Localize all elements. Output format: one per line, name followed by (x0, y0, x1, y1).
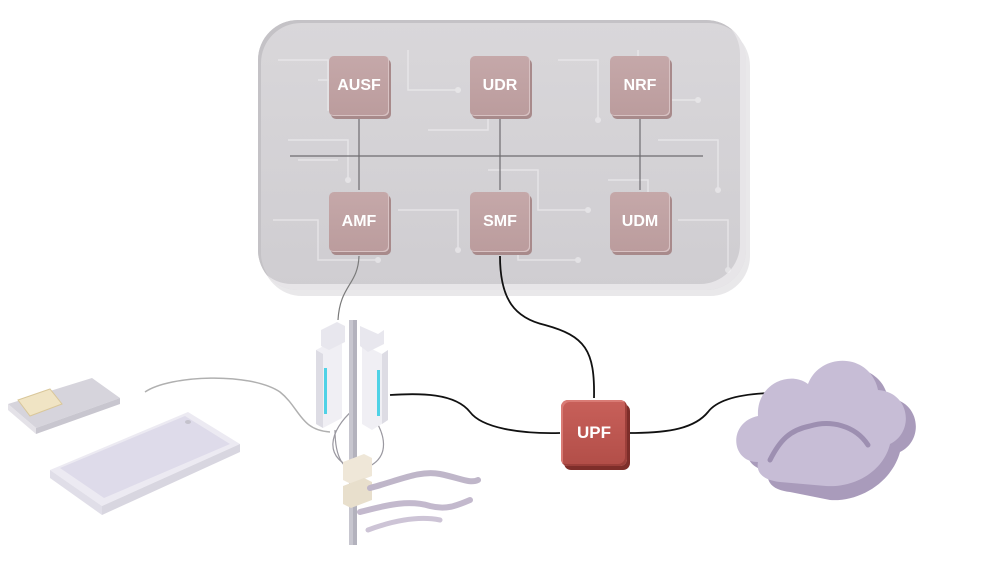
cell-tower-icon (316, 320, 481, 545)
nf-nrf[interactable]: NRF (610, 56, 670, 116)
nf-udm-label: UDM (621, 213, 659, 230)
link-amf-tower (337, 255, 360, 321)
nf-nrf-label: NRF (623, 77, 657, 94)
nf-ausf-label: AUSF (337, 77, 381, 94)
cloud-icon (736, 360, 916, 501)
upf-node[interactable]: UPF (561, 400, 627, 466)
link-tower-upf (389, 393, 561, 434)
sim-card-icon (8, 378, 120, 434)
nf-amf[interactable]: AMF (329, 192, 389, 252)
link-upf-cloud (629, 391, 793, 434)
nf-udm[interactable]: UDM (610, 192, 670, 252)
nf-ausf[interactable]: AUSF (329, 56, 389, 116)
nf-udr[interactable]: UDR (470, 56, 530, 116)
upf-label: UPF (577, 423, 611, 442)
nf-smf[interactable]: SMF (470, 192, 530, 252)
link-phone-tower (144, 377, 331, 433)
nf-smf-label: SMF (483, 213, 517, 230)
nf-udr-label: UDR (482, 77, 518, 94)
service-bus (290, 118, 703, 190)
smartphone-icon (50, 412, 240, 515)
link-smf-upf (499, 255, 595, 399)
nf-amf-label: AMF (341, 213, 377, 230)
